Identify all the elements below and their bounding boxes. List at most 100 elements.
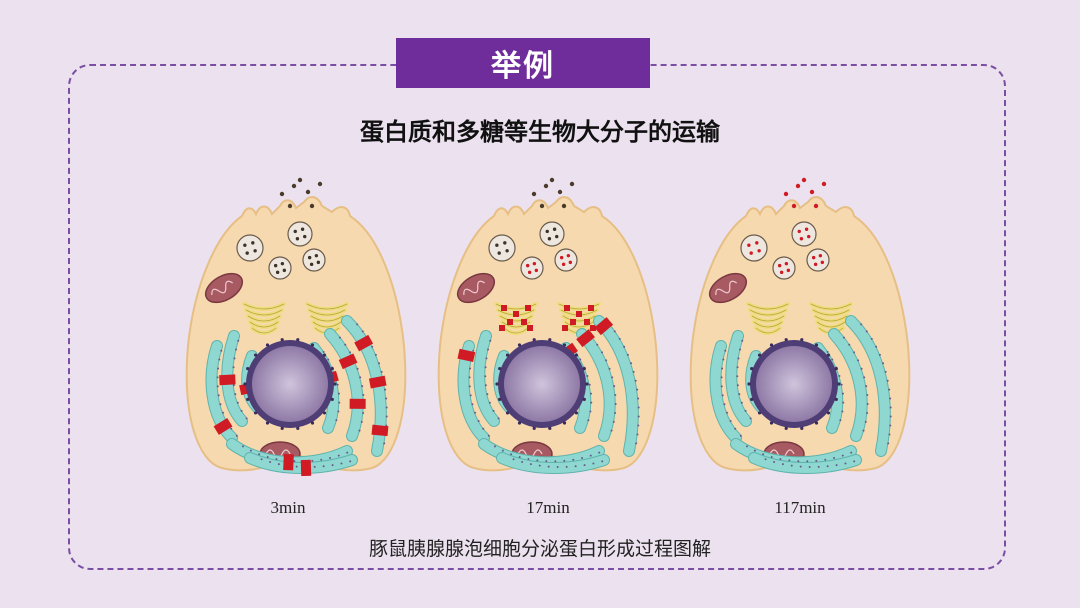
vesicle-dot-0-2 [243,243,247,247]
ribosome-6-6 [745,445,748,448]
ribosome-7-24 [781,463,784,466]
rough-er-3 [594,316,638,456]
ribosome-7-96 [601,460,604,463]
ribosome-7-69 [322,465,325,468]
ribosome-3-60 [632,370,635,373]
ribosome-7-42 [547,465,550,468]
golgi-outline-0-1 [749,309,787,316]
vesicle-dot-3-3 [300,227,305,231]
ribosome-7-87 [592,462,595,465]
ribosome-1-42 [736,375,739,378]
ribosome-0-87 [230,427,233,430]
mitochondrion-cristae-0 [715,280,737,296]
er-protein-label-5 [371,424,389,437]
vesicle-1 [520,256,544,280]
nuclear-pore-240 [265,343,270,347]
nuclear-pore-280 [800,338,804,342]
vesicle-dot-0-0 [505,249,509,253]
er-protein-label-3 [354,334,374,352]
ribosome-4-15 [596,343,599,346]
secreted-granule-0 [531,191,537,197]
ribosome-1-6 [237,339,240,342]
ribosome-7-60 [565,465,568,468]
ribosome-0-15 [218,358,221,361]
ribosome-1-24 [233,357,236,360]
ribosome-6-78 [815,459,818,462]
nuclear-pore-180 [747,382,751,386]
nuclear-pore-20 [834,397,838,401]
ribosome-3-42 [374,353,377,356]
secreted-granule-3 [539,203,545,209]
ribosome-6-114 [346,451,349,454]
ribosome-5-78 [587,419,590,422]
ribosome-6-51 [536,459,539,462]
golgi-outline-0-1 [245,309,283,316]
ribosome-6-6 [493,445,496,448]
ribosome-3-96 [637,406,640,409]
ribosome-3-132 [635,442,638,445]
ribosome-3-87 [637,397,640,400]
ribosome-0-6 [724,349,727,352]
ribosome-6-15 [501,449,504,452]
ribosome-6-42 [527,458,530,461]
golgi-outline-0-2 [751,315,785,322]
ribosome-1-60 [234,393,237,396]
er-protein-label-9 [283,453,294,471]
nuclear-pore-280 [296,338,300,342]
secreted-granule-1 [291,183,297,189]
ribosome-7-69 [574,465,577,468]
ribosome-1-78 [744,409,747,412]
golgi-protein-1-2 [588,305,594,311]
ribosome-5-51 [589,392,592,395]
ribosome-7-24 [277,463,280,466]
nuclear-pore-80 [548,426,552,430]
ribosome-3-105 [385,415,388,418]
er-protein-label-6 [338,353,358,370]
cell-body [437,196,659,472]
ribosome-4-15 [848,343,851,346]
ribosome-7-96 [349,460,352,463]
nuclear-pore-120 [769,421,774,425]
ribosome-3-33 [623,345,626,348]
secreted-granule-2 [557,189,563,195]
ribosome-4-105 [358,429,361,432]
ribosome-4-33 [605,359,608,362]
vesicle-dot-3-2 [545,229,549,234]
nuclear-pore-100 [280,426,284,430]
er-protein-label-10 [300,459,312,476]
ribosome-4-24 [853,351,856,354]
ribosome-5-60 [338,401,341,404]
ribosome-1-15 [739,348,742,351]
rough-er-4 [829,329,867,441]
ribosome-1-51 [484,384,487,387]
ribosome-7-42 [799,465,802,468]
ribosome-3-60 [380,370,383,373]
mitochondrion-0 [456,272,496,304]
ribosome-6-60 [797,460,800,463]
er-protein-label-7 [349,398,366,409]
ribosome-7-33 [790,464,793,467]
page-heading: 蛋白质和多糖等生物大分子的运输 [360,117,720,146]
vesicle-dot-1-0 [534,268,539,273]
ribosome-5-15 [831,358,834,361]
golgi-outline-1-1 [812,309,850,316]
ribosome-3-60 [884,370,887,373]
nuclear-pore-340 [834,367,838,371]
secreted-granule-5 [801,177,807,183]
ribosome-0-69 [222,411,225,414]
ribosome-5-6 [826,350,829,353]
example-badge: 举例 [396,38,650,88]
nuclear-pore-40 [574,411,579,415]
golgi-outline-1-3 [816,321,846,328]
ribosome-3-132 [383,442,386,445]
vesicle-dot-3-1 [547,237,552,241]
secreted-granule-4 [561,203,567,209]
ribosome-6-78 [563,459,566,462]
cell-17min [437,177,659,474]
ribosome-3-123 [636,433,639,436]
figure-caption: 豚鼠胰腺腺泡细胞分泌蛋白形成过程图解 [368,538,711,560]
time-label-17min: 17min [526,498,570,517]
nuclear-pore-80 [296,426,300,430]
vesicle-dot-2-3 [818,253,823,258]
ribosome-6-105 [841,454,844,457]
